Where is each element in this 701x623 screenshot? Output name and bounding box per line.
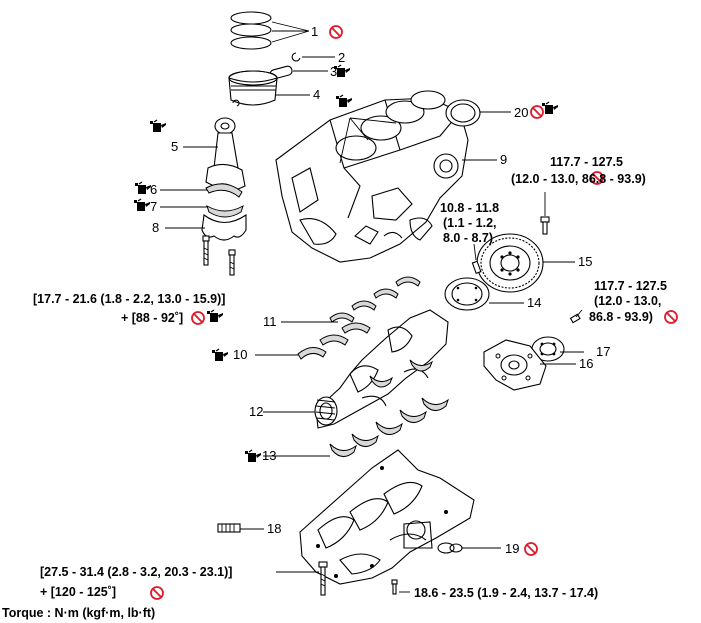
torque-small-line3: 8.0 - 8.7) [443,231,493,245]
no-reuse-icon [329,25,343,39]
part-number-label: 12 [249,404,263,419]
part-number-label: 13 [262,448,276,463]
part-number-label: 9 [500,152,507,167]
cylinder-block [275,90,497,263]
part-number-label: 2 [338,50,345,65]
torque-small-line1: 10.8 - 11.8 [440,201,499,215]
torque-conrod-line2: + [88 - 92˚] [121,311,183,325]
lubricate-icon [244,449,262,463]
no-reuse-icon [150,586,164,600]
connecting-rod [183,117,246,191]
part-number-label: 6 [150,182,157,197]
lubricate-icon [206,309,224,323]
lubricate-icon [149,119,167,133]
part-number-label: 5 [171,139,178,154]
conrod-lower-bearing [160,204,244,218]
conrod-bolts [202,235,236,276]
part-number-label: 8 [152,220,159,235]
part-number-label: 20 [514,105,528,120]
drive-plate [483,339,576,391]
no-reuse-icon [530,105,544,119]
part-number-label: 10 [233,347,247,362]
lubricate-icon [133,198,151,212]
torque-small-line2: (1.1 - 1.2, [443,216,497,230]
part-number-label: 16 [579,356,593,371]
torque-driveplate-line2: (12.0 - 13.0, [594,294,661,308]
part-number-label: 18 [267,521,281,536]
lubricate-icon [211,348,229,362]
no-reuse-icon [191,311,205,325]
lower-main-bearing [263,359,449,457]
rear-oil-seal [445,99,511,127]
part-number-label: 15 [578,254,592,269]
torque-units-footer: Torque : N·m (kgf·m, lb·ft) [2,606,155,620]
no-reuse-icon [524,542,538,556]
no-reuse-icon [664,310,678,324]
lubricate-icon [335,94,353,108]
lubricate-icon [134,181,152,195]
part-number-label: 7 [150,199,157,214]
driveplate-bolt [569,309,583,324]
flywheel-bolt [540,192,550,235]
drive-plate-adapter [444,277,524,311]
piston [228,70,310,107]
torque-flywheel-line2: (12.0 - 13.0, 86.8 - 93.9) [511,172,646,186]
part-number-label: 14 [527,295,541,310]
part-number-label: 11 [263,314,277,329]
torque-ladder-line2: + [120 - 125˚] [40,585,116,599]
piston-pin [269,65,328,80]
o-ring [437,542,501,554]
part-number-label: 19 [505,541,519,556]
torque-flywheel-line1: 117.7 - 127.5 [550,155,623,169]
torque-driveplate-line1: 117.7 - 127.5 [594,279,667,293]
small-bolt [471,243,482,275]
part-number-label: 1 [311,24,318,39]
lubricate-icon [541,101,559,115]
thrust-bearing [281,276,421,323]
oilpan-bolt [391,579,410,595]
torque-oilpan-bolt: 18.6 - 23.5 (1.9 - 2.4, 13.7 - 17.4) [414,586,598,600]
part-number-label: 4 [313,87,320,102]
torque-ladder-line1: [27.5 - 31.4 (2.8 - 3.2, 20.3 - 23.1)] [40,565,232,579]
torque-driveplate-line3: 86.8 - 93.9) [589,310,653,324]
oil-pressure-switch [217,523,264,533]
part-number-label: 3 [330,64,337,79]
upper-main-bearing [255,322,371,360]
part-number-label: 17 [596,344,610,359]
torque-conrod-line1: [17.7 - 21.6 (1.8 - 2.2, 13.0 - 15.9)] [33,292,225,306]
piston-rings [230,11,310,50]
conrod-upper-bearing [160,183,243,198]
ladder-bolt [276,561,328,596]
snap-ring [291,52,335,62]
